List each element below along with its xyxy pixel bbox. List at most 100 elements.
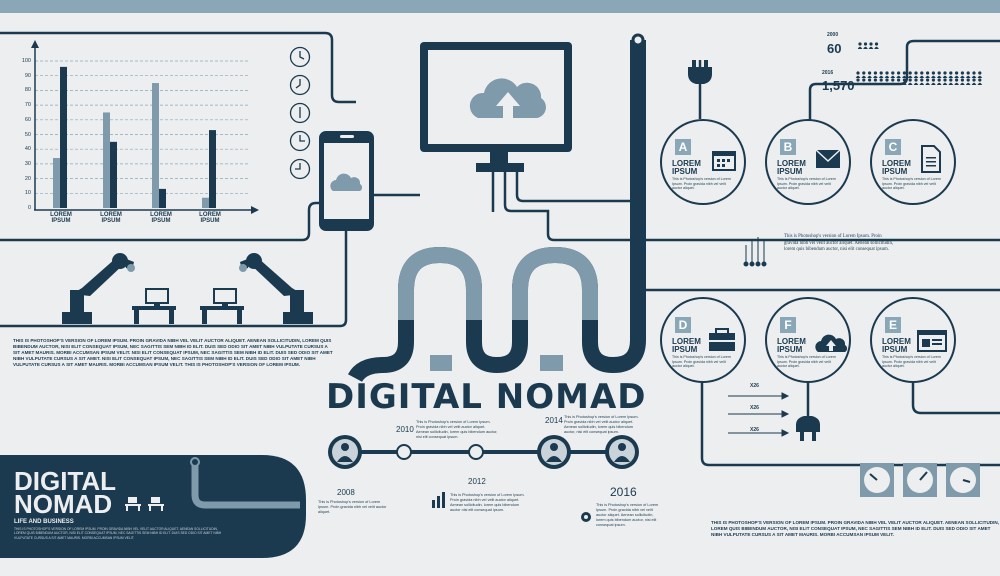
medal-icon xyxy=(581,512,591,522)
chart-bar xyxy=(53,158,60,208)
chart-y-tick-label: 90 xyxy=(24,72,31,79)
chart-y-tick-label: 60 xyxy=(24,116,31,123)
chart-y-tick-label: 0 xyxy=(27,205,31,211)
timeline-note-2014: This is Photoshop's version of Lorem Ips… xyxy=(564,415,639,434)
person-icon xyxy=(931,71,936,78)
chart-y-tick-label: 100 xyxy=(21,58,31,64)
feature-letter-badge: C xyxy=(885,139,901,155)
person-icon xyxy=(925,78,930,85)
person-icon xyxy=(896,78,901,85)
chart-bar xyxy=(152,83,159,208)
chart-y-tick-label: 80 xyxy=(24,87,31,94)
timeline-year-2008: 2008 xyxy=(337,488,355,497)
person-icon xyxy=(855,78,861,85)
middle-description: This is Photoshop's version of Lorem Ips… xyxy=(784,234,894,252)
calendar-icon xyxy=(712,151,736,171)
chart-y-tick-label: 10 xyxy=(24,190,31,197)
brand-blurb: THIS IS PHOTOSHOP'S VERSION OF LOREM IPS… xyxy=(14,527,222,540)
signal-icons xyxy=(743,237,767,267)
feature-letter-badge: A xyxy=(675,139,691,155)
person-icon xyxy=(954,71,959,78)
feature-letter-badge: B xyxy=(780,139,796,155)
person-icon xyxy=(863,42,868,49)
arrow-label: X26 xyxy=(750,427,759,433)
feature-letter-badge: E xyxy=(885,317,901,333)
feature-letter-badge: D xyxy=(675,317,691,333)
bar-chart xyxy=(31,40,259,214)
computer-desk-icon xyxy=(125,497,164,511)
brand-panel xyxy=(0,455,306,558)
person-icon xyxy=(874,42,879,49)
person-icon xyxy=(868,42,874,49)
stat-year-2000: 2000 xyxy=(827,32,839,38)
feature-description: This is Photoshop's version of Lorem Ips… xyxy=(882,355,941,369)
person-icon xyxy=(919,71,925,78)
people-icons xyxy=(855,42,983,85)
person-icon xyxy=(931,78,936,85)
person-icon xyxy=(977,78,983,85)
person-icon xyxy=(913,78,919,85)
timeline-node-2010 xyxy=(396,444,412,460)
person-icon xyxy=(971,71,977,78)
chart-bar xyxy=(110,141,117,208)
person-icon xyxy=(948,78,954,85)
person-icon xyxy=(942,78,948,85)
person-icon xyxy=(960,78,965,85)
person-icon xyxy=(857,42,863,49)
timeline-node-2012 xyxy=(468,444,484,460)
person-icon xyxy=(861,71,867,78)
chart-y-tick-label: 70 xyxy=(24,102,31,109)
person-icon xyxy=(896,71,901,78)
person-icon xyxy=(977,71,983,78)
timeline-year-2014: 2014 xyxy=(545,416,563,425)
robot-arm-icon xyxy=(62,253,135,324)
power-plug-icon xyxy=(796,416,820,441)
computer-desk-icon xyxy=(200,288,244,324)
person-icon xyxy=(867,78,872,85)
browser-window-icon xyxy=(917,330,947,352)
person-icon xyxy=(948,71,954,78)
arrow-label: X26 xyxy=(750,405,759,411)
timeline-note-2016: This is Photoshop's version of Lorem Ips… xyxy=(596,503,659,527)
feature-description: This is Photoshop's version of Lorem Ips… xyxy=(672,177,731,191)
person-icon xyxy=(902,71,907,78)
person-icon xyxy=(902,78,907,85)
brand-subtitle: LIFE AND BUSINESS xyxy=(14,519,74,525)
brand-connector xyxy=(191,462,300,509)
timeline-note-2008: This is Photoshop's version of Lorem Ips… xyxy=(318,500,387,514)
bar-chart-icon xyxy=(432,492,445,508)
person-icon xyxy=(867,71,872,78)
person-icon xyxy=(855,71,861,78)
robot-arm-icon xyxy=(239,253,313,324)
person-icon xyxy=(925,71,930,78)
person-icon xyxy=(878,78,884,85)
arrow-label: X26 xyxy=(750,383,759,389)
stat-value-2016: 1,570 xyxy=(822,78,855,93)
chart-y-tick-label: 50 xyxy=(24,131,31,138)
person-icon xyxy=(890,78,896,85)
timeline xyxy=(328,435,639,522)
person-icon xyxy=(960,71,965,78)
chart-y-tick-label: 30 xyxy=(24,160,31,167)
winding-path xyxy=(347,33,646,383)
person-icon xyxy=(861,78,867,85)
feature-description: This is Photoshop's version of Lorem Ips… xyxy=(777,177,836,191)
person-avatar-icon xyxy=(337,443,630,462)
smartphone-icon xyxy=(319,131,374,231)
timeline-note-2010: This is Photoshop's version of Lorem Ips… xyxy=(416,420,498,439)
power-plug-icon xyxy=(688,60,712,84)
feature-description: This is Photoshop's version of Lorem Ips… xyxy=(672,355,731,369)
chart-y-tick-label: 20 xyxy=(24,175,31,182)
person-icon xyxy=(913,71,919,78)
feature-letter-badge: F xyxy=(780,317,796,333)
left-paragraph: THIS IS PHOTOSHOP'S VERSION OF LOREM IPS… xyxy=(13,338,333,367)
person-icon xyxy=(907,71,913,78)
